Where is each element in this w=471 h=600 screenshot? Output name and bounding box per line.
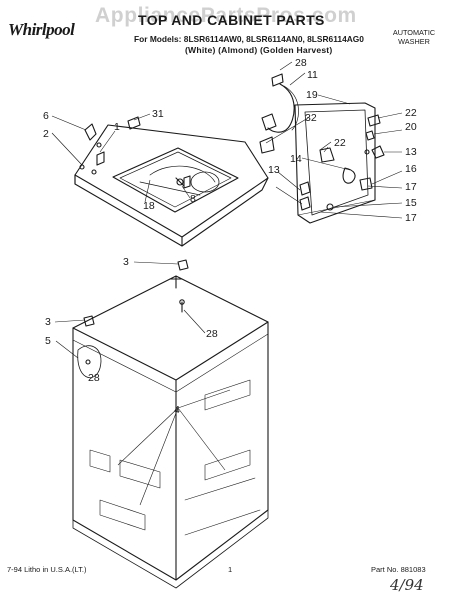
callout-20: 20 <box>405 121 417 133</box>
product-type: AUTOMATIC WASHER <box>385 28 443 46</box>
console-frame <box>294 102 376 224</box>
console-small-parts <box>299 114 385 211</box>
callout-numbers: 28 11 19 6 31 2 1 32 22 20 22 13 13 16 1… <box>43 57 417 416</box>
cabinet-screw-circle <box>77 345 102 378</box>
callout-5: 5 <box>45 335 51 347</box>
cabinet-clips <box>83 259 189 327</box>
callout-28-cabinet: 28 <box>206 328 218 340</box>
callout-3-lower: 3 <box>45 316 51 328</box>
callout-14: 14 <box>290 153 302 165</box>
callout-8: 8 <box>190 193 196 205</box>
callout-18: 18 <box>143 200 155 212</box>
colors-line: (White) (Almond) (Golden Harvest) <box>185 45 333 55</box>
callout-17-lower: 17 <box>405 212 417 224</box>
callout-31: 31 <box>152 108 164 120</box>
models-line: For Models: 8LSR6114AW0, 8LSR6114AN0, 8L… <box>134 34 364 44</box>
callout-22-right: 22 <box>405 107 417 119</box>
handwritten-note: 4/94 <box>390 576 424 594</box>
wire-harness <box>259 73 299 154</box>
callout-28-top: 28 <box>295 57 307 69</box>
print-info: 7-94 Litho in U.S.A.(LT.) <box>7 565 87 574</box>
callout-2: 2 <box>43 128 49 140</box>
callout-17-upper: 17 <box>405 181 417 193</box>
brand-logo: Whirlpool <box>8 20 75 39</box>
callout-19: 19 <box>306 89 318 101</box>
product-type-line2: WASHER <box>398 37 430 46</box>
page-number: 1 <box>228 565 233 574</box>
watermark-text: AppliancePartsPros.com <box>95 4 357 27</box>
lid-switch <box>175 177 185 187</box>
callout-1: 1 <box>114 121 120 133</box>
callout-16: 16 <box>405 163 417 175</box>
top-panel <box>74 124 269 247</box>
callout-22-middle: 22 <box>334 137 346 149</box>
callout-4: 4 <box>174 404 180 416</box>
lid-opening <box>112 147 239 213</box>
callout-6: 6 <box>43 110 49 122</box>
part-number: Part No. 881083 <box>371 565 426 574</box>
callout-28-left: 28 <box>88 372 100 384</box>
callout-15: 15 <box>405 197 417 209</box>
callout-11: 11 <box>307 69 318 81</box>
leader-lines <box>51 61 403 506</box>
top-hinge-parts <box>79 116 191 189</box>
callout-3-upper: 3 <box>123 256 129 268</box>
callout-13-left: 13 <box>268 164 280 176</box>
product-type-line1: AUTOMATIC <box>392 28 436 37</box>
callout-32: 32 <box>305 112 317 124</box>
callout-13-right: 13 <box>405 146 417 158</box>
cabinet <box>72 275 269 589</box>
page-title: TOP AND CABINET PARTS <box>138 12 325 28</box>
